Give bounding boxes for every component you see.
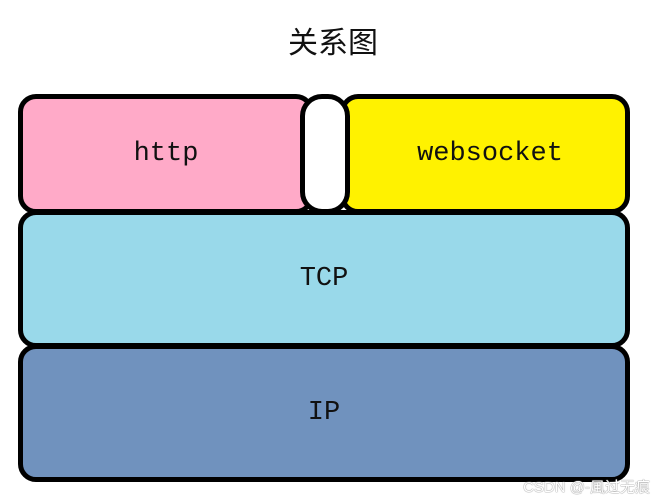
gap-pill <box>300 94 350 214</box>
layer-ip-label: IP <box>307 398 341 428</box>
layer-websocket: websocket <box>340 94 630 214</box>
layer-ip: IP <box>18 344 630 482</box>
layer-tcp: TCP <box>18 210 630 348</box>
layer-http-label: http <box>133 139 199 169</box>
layer-http: http <box>18 94 314 214</box>
layer-tcp-label: TCP <box>299 264 349 294</box>
layer-websocket-label: websocket <box>417 139 563 169</box>
watermark: CSDN @-風过无痕 <box>523 479 650 496</box>
diagram-title: 关系图 <box>288 26 378 61</box>
